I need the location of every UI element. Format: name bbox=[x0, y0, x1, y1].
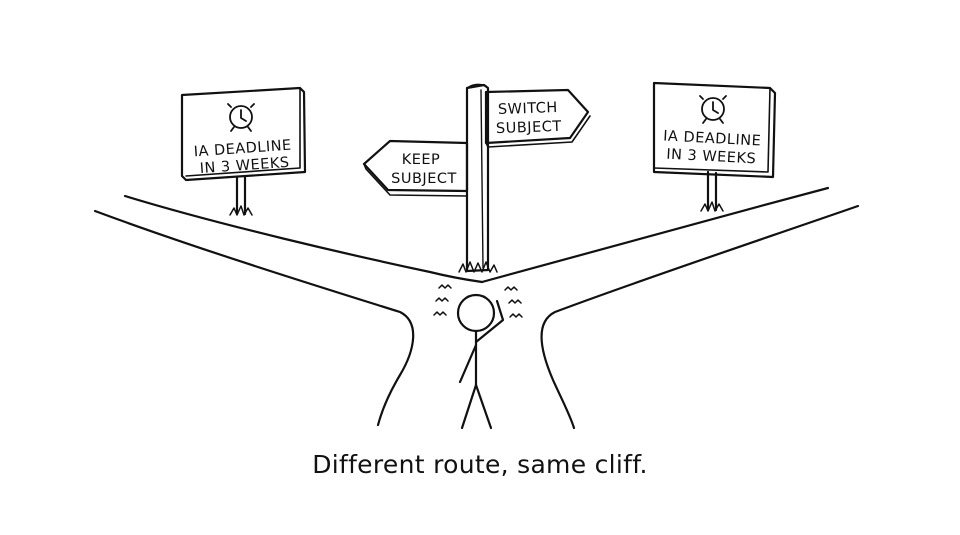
switch-subject-sign bbox=[484, 88, 590, 145]
keep-subject-sign bbox=[362, 139, 469, 193]
alarm-clock-icon bbox=[227, 103, 255, 132]
direction-signpost: SWITCH SUBJECT KEEP SUBJECT bbox=[362, 83, 591, 273]
keep-subject-line1: KEEP bbox=[402, 152, 441, 168]
alarm-clock-icon bbox=[699, 95, 727, 124]
right-sign-board bbox=[652, 81, 777, 179]
left-sign-line2: IN 3 WEEKS bbox=[199, 155, 290, 177]
right-sign-post bbox=[706, 170, 718, 212]
figure-left-arm bbox=[458, 343, 478, 384]
right-sign-line2: IN 3 WEEKS bbox=[666, 147, 757, 168]
road-edge-left-outer bbox=[93, 209, 415, 427]
road-edge-right-outer bbox=[540, 204, 860, 430]
confused-stick-figure bbox=[433, 284, 523, 430]
left-deadline-sign: IA DEADLINE IN 3 WEEKS bbox=[180, 86, 307, 216]
left-sign-grass bbox=[229, 205, 253, 216]
figure-right-arm bbox=[474, 299, 505, 344]
signpost-grass bbox=[458, 261, 498, 273]
road-edge-left-inner bbox=[123, 194, 484, 284]
confusion-marks bbox=[433, 284, 523, 318]
figure-head bbox=[456, 293, 496, 333]
road-edge-right-inner bbox=[480, 186, 830, 284]
right-deadline-sign: IA DEADLINE IN 3 WEEKS bbox=[652, 81, 777, 212]
left-sign-line1: IA DEADLINE bbox=[193, 138, 292, 161]
figure-right-leg bbox=[474, 383, 493, 430]
right-sign-line1: IA DEADLINE bbox=[663, 128, 762, 149]
comic-caption: Different route, same cliff. bbox=[312, 450, 648, 479]
signpost-pole bbox=[465, 83, 490, 273]
forked-road bbox=[93, 186, 860, 430]
switch-subject-line1: SWITCH bbox=[498, 100, 558, 118]
keep-subject-line2: SUBJECT bbox=[391, 171, 457, 187]
switch-subject-line2: SUBJECT bbox=[496, 119, 562, 137]
left-sign-post bbox=[235, 175, 247, 216]
figure-left-leg bbox=[460, 383, 478, 430]
right-sign-grass bbox=[700, 201, 724, 212]
